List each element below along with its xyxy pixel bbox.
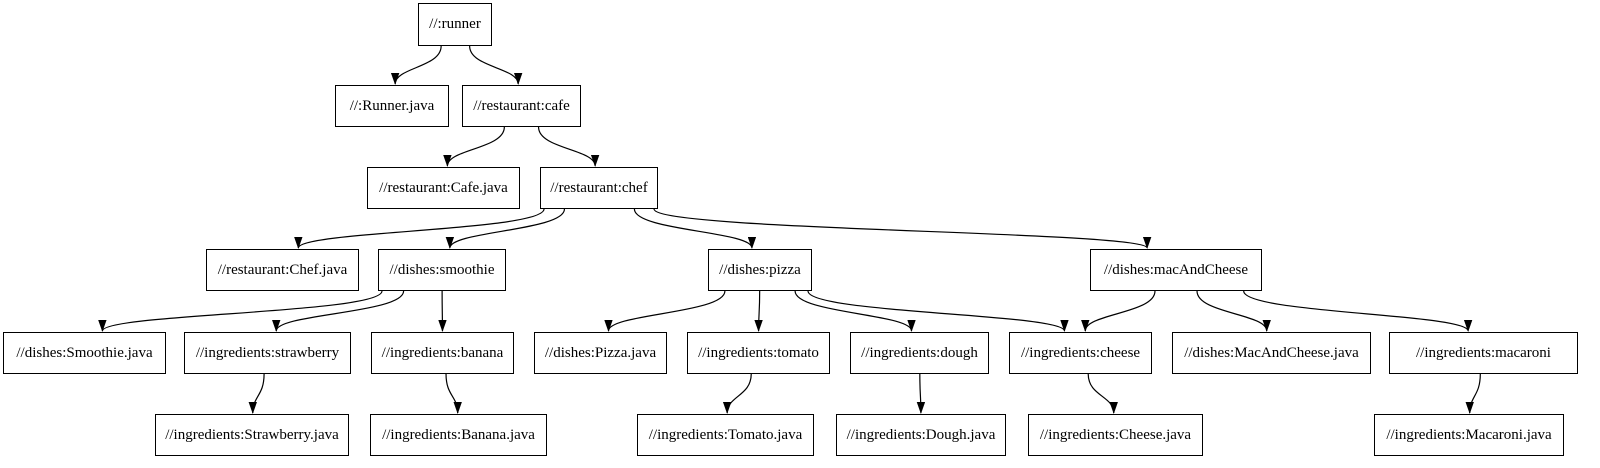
graph-node-label: //ingredients:Tomato.java [648,426,803,443]
graph-node-label: //ingredients:macaroni [1416,344,1551,361]
graph-node-runner[interactable]: //:runner [418,3,492,46]
graph-node-label: //dishes:MacAndCheese.java [1184,344,1359,361]
graph-node-dishes-smoothie-java[interactable]: //dishes:Smoothie.java [3,332,166,374]
graph-node-dishes-smoothie[interactable]: //dishes:smoothie [378,249,506,291]
graph-edge-restaurant-chef-to-dishes-smoothie [445,208,566,249]
graph-edge-dishes-pizza-to-ing-dough [794,290,916,332]
graph-node-label: //ingredients:Strawberry.java [165,426,339,443]
graph-edge-dishes-macandcheese-to-ing-macaroni [1243,290,1473,332]
graph-node-ing-strawberry[interactable]: //ingredients:strawberry [184,332,351,374]
graph-node-label: //ingredients:strawberry [195,344,340,361]
graph-node-ing-macaroni[interactable]: //ingredients:macaroni [1389,332,1578,374]
graph-edge-dishes-macandcheese-to-dishes-mac-java [1196,290,1271,332]
graph-edge-restaurant-chef-to-dishes-macandcheese [653,208,1152,249]
graph-node-ing-tomato-java[interactable]: //ingredients:Tomato.java [637,414,814,456]
graph-edge-ing-cheese-to-ing-cheese-java [1087,373,1118,414]
graph-node-restaurant-chef-java[interactable]: //restaurant:Chef.java [206,249,359,291]
graph-node-ing-dough[interactable]: //ingredients:dough [850,332,989,374]
graph-node-label: //:Runner.java [349,97,435,114]
graph-edge-runner-to-restaurant-cafe [469,45,523,85]
graph-edge-dishes-macandcheese-to-ing-cheese [1081,290,1156,332]
graph-node-label: //restaurant:chef [550,179,648,196]
graph-node-label: //ingredients:banana [381,344,504,361]
graph-node-ing-tomato[interactable]: //ingredients:tomato [687,332,830,374]
graph-node-label: //dishes:smoothie [389,261,495,278]
graph-node-label: //ingredients:dough [861,344,978,361]
graph-edge-dishes-pizza-to-dishes-pizza-java [604,290,726,332]
graph-edge-ing-tomato-to-ing-tomato-java [722,373,752,414]
graph-node-label: //dishes:pizza [719,261,801,278]
graph-node-restaurant-cafe[interactable]: //restaurant:cafe [462,85,581,127]
graph-edge-ing-strawberry-to-ing-strawberry-java [248,373,265,414]
graph-node-ing-macaroni-java[interactable]: //ingredients:Macaroni.java [1374,414,1564,456]
graph-node-label: //ingredients:tomato [698,344,819,361]
graph-node-label: //restaurant:cafe [473,97,570,114]
graph-node-ing-cheese-java[interactable]: //ingredients:Cheese.java [1028,414,1203,456]
graph-node-restaurant-chef[interactable]: //restaurant:chef [540,167,658,209]
graph-node-label: //ingredients:Cheese.java [1039,426,1192,443]
graph-node-dishes-macandcheese[interactable]: //dishes:macAndCheese [1090,249,1262,291]
graph-node-ing-banana-java[interactable]: //ingredients:Banana.java [370,414,547,456]
graph-edge-ing-dough-to-ing-dough-java [916,373,926,414]
graph-node-dishes-pizza-java[interactable]: //dishes:Pizza.java [534,332,667,374]
graph-node-runner-java[interactable]: //:Runner.java [335,85,449,127]
graph-edge-ing-banana-to-ing-banana-java [445,373,462,414]
graph-node-label: //ingredients:Banana.java [382,426,535,443]
graph-node-ing-banana[interactable]: //ingredients:banana [371,332,514,374]
graph-edge-runner-to-runner-java [390,45,442,85]
graph-node-dishes-pizza[interactable]: //dishes:pizza [708,249,812,291]
graph-node-restaurant-cafe-java[interactable]: //restaurant:Cafe.java [367,167,520,209]
graph-node-label: //dishes:Pizza.java [544,344,657,361]
graph-node-label: //restaurant:Cafe.java [379,179,508,196]
graph-edge-dishes-pizza-to-ing-cheese [807,290,1069,332]
graph-node-ing-dough-java[interactable]: //ingredients:Dough.java [836,414,1006,456]
graph-node-label: //ingredients:cheese [1020,344,1141,361]
graph-node-label: //dishes:macAndCheese [1103,261,1249,278]
graph-node-ing-strawberry-java[interactable]: //ingredients:Strawberry.java [155,414,349,456]
graph-node-label: //ingredients:Dough.java [846,426,996,443]
graph-node-ing-cheese[interactable]: //ingredients:cheese [1009,332,1152,374]
graph-edge-restaurant-cafe-to-restaurant-chef [537,126,600,167]
graph-edge-ing-macaroni-to-ing-macaroni-java [1465,373,1481,414]
graph-edge-dishes-pizza-to-ing-tomato [754,290,763,332]
graph-edge-dishes-smoothie-to-ing-strawberry [272,290,405,332]
graph-node-label: //ingredients:Macaroni.java [1386,426,1552,443]
graph-edge-restaurant-chef-to-restaurant-chef-java [294,208,545,249]
graph-edge-restaurant-cafe-to-restaurant-cafe-java [443,126,505,167]
graph-node-label: //dishes:Smoothie.java [16,344,153,361]
graph-node-label: //:runner [429,16,481,32]
graph-edge-dishes-smoothie-to-dishes-smoothie-java [98,290,383,332]
graph-node-label: //restaurant:Chef.java [217,261,348,278]
graph-node-dishes-mac-java[interactable]: //dishes:MacAndCheese.java [1172,332,1371,374]
graph-edge-restaurant-chef-to-dishes-pizza [633,208,757,249]
